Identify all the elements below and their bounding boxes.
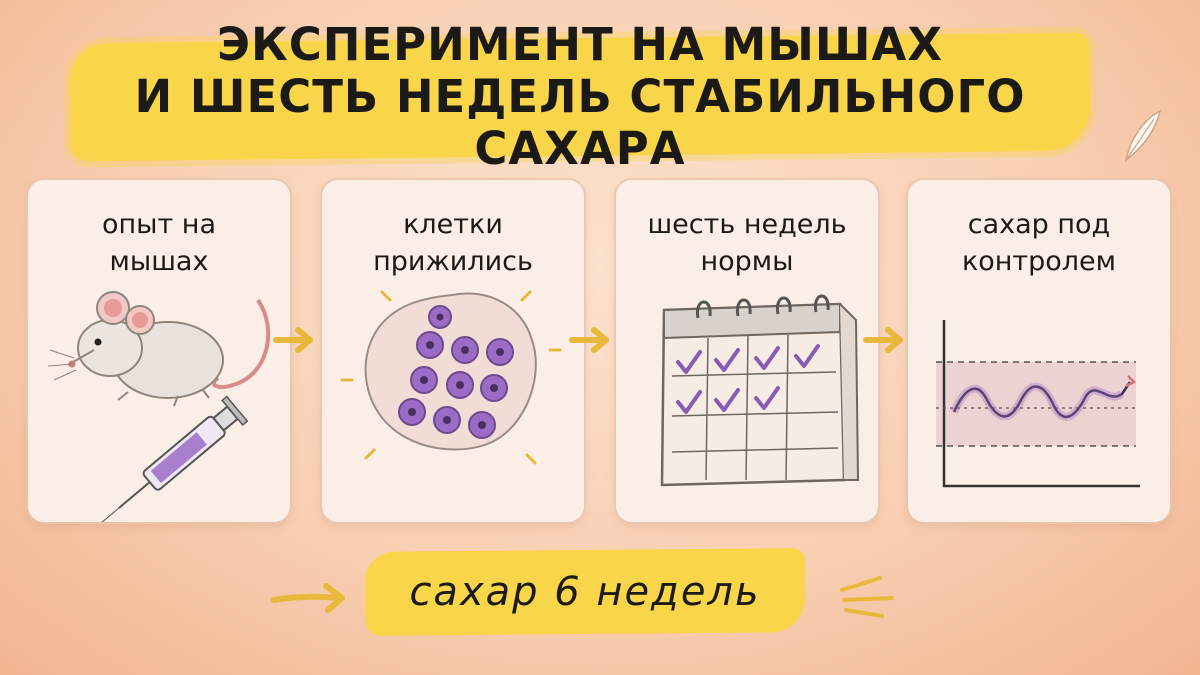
card-label-line-2: прижились	[373, 246, 533, 277]
step-card-calendar: шесть недель нормы	[616, 180, 878, 522]
bottom-caption: сахар 6 недель	[409, 569, 761, 615]
step-card-mice: опыт на мышах	[28, 180, 290, 522]
arrow-right-icon	[863, 327, 903, 353]
cell-cluster-icon	[340, 290, 562, 465]
step-card-graph: сахар под контролем	[908, 180, 1170, 522]
sparkle-icon	[840, 576, 894, 618]
card-label-line-2: контролем	[961, 246, 1117, 277]
title-line-2: И ШЕСТЬ НЕДЕЛЬ СТАБИЛЬНОГО САХАРА	[134, 70, 1026, 175]
step-card-cells: клетки прижились	[322, 180, 584, 522]
card-label-line-1: клетки	[403, 209, 503, 240]
feather-icon	[1124, 109, 1162, 162]
mouse-icon	[47, 291, 271, 407]
arrow-right-icon	[271, 583, 345, 613]
glucose-graph-icon	[936, 320, 1140, 488]
page-title: ЭКСПЕРИМЕНТ НА МЫШАХ И ШЕСТЬ НЕДЕЛЬ СТАБ…	[70, 19, 1090, 175]
card-label-line-2: нормы	[700, 246, 794, 277]
arrow-right-icon	[273, 327, 313, 353]
arrow-right-icon	[569, 327, 609, 353]
card-label-line-1: сахар под	[967, 209, 1111, 240]
card-label-line-1: шесть недель	[647, 209, 847, 240]
card-label-line-1: опыт на	[102, 209, 216, 240]
card-label-line-2: мышах	[109, 246, 209, 277]
syringe-icon	[95, 395, 249, 522]
calendar-icon	[660, 294, 860, 487]
title-line-1: ЭКСПЕРИМЕНТ НА МЫШАХ	[216, 18, 944, 71]
